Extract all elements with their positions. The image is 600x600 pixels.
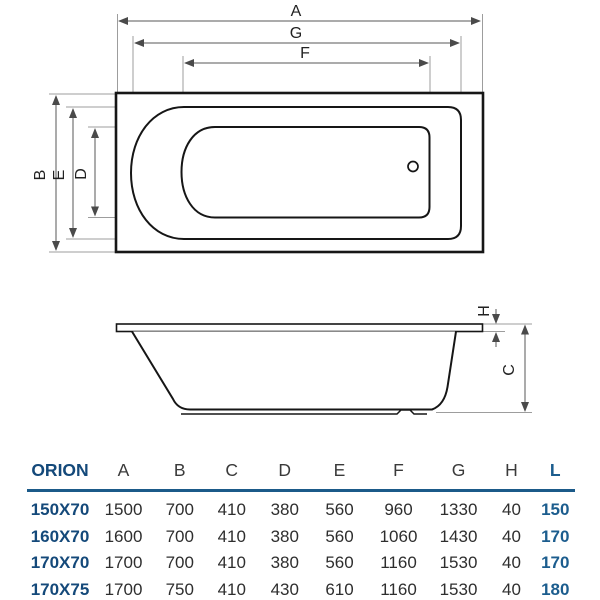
- table-header-g: G: [451, 459, 466, 480]
- table-header-d: D: [278, 459, 292, 480]
- model-label: 160X70: [30, 526, 90, 546]
- table-row: 170X75 1700 750 410 430 610 1160 1530 40…: [27, 577, 575, 600]
- dim-label-f: F: [300, 45, 310, 62]
- table-header-e: E: [333, 459, 346, 480]
- table-header-row: ORION A B C D E F G H L: [27, 452, 575, 488]
- top-view: A G F B E D: [32, 3, 485, 254]
- l-value: 180: [541, 579, 570, 599]
- table-header-a: A: [117, 459, 130, 480]
- dim-label-c: C: [501, 364, 518, 376]
- dimension-lines-top: [52, 17, 481, 251]
- l-value: 150: [541, 500, 570, 520]
- side-view: H C: [115, 305, 532, 415]
- l-value: 170: [541, 526, 570, 546]
- tub-body-profile: [131, 330, 457, 411]
- model-label: 170X75: [30, 579, 90, 599]
- l-value: 170: [541, 553, 570, 573]
- dim-label-e: E: [51, 170, 68, 181]
- tub-basin: [180, 126, 431, 219]
- table-row: 170X70 1700 700 410 380 560 1160 1530 40…: [27, 550, 575, 577]
- dim-label-g: G: [290, 25, 302, 42]
- table-header-b: B: [173, 459, 186, 480]
- dim-label-b: B: [32, 170, 49, 181]
- table-header-f: F: [393, 459, 404, 480]
- table-header-c: C: [225, 459, 239, 480]
- extension-lines-side: [436, 323, 532, 413]
- table-header-h: H: [505, 459, 518, 480]
- table-header-rule: [27, 489, 575, 492]
- bathtub-technical-drawing: A G F B E D H: [32, 3, 532, 415]
- tub-rim-profile: [115, 323, 484, 333]
- table-row: 150X70 1500 700 410 380 560 960 1330 40 …: [27, 497, 575, 524]
- table-row: 160X70 1600 700 410 380 560 1060 1430 40…: [27, 524, 575, 551]
- table-header-l: L: [549, 459, 561, 480]
- dim-label-d: D: [73, 168, 90, 180]
- dimension-table: ORION A B C D E F G H L 150X70 1500 700 …: [27, 452, 575, 600]
- tub-base-line: [181, 409, 427, 415]
- table-body: 150X70 1500 700 410 380 560 960 1330 40 …: [27, 497, 575, 600]
- drain-icon: [407, 160, 419, 173]
- dim-label-a: A: [291, 3, 302, 20]
- model-label: 150X70: [30, 500, 90, 520]
- model-label: 170X70: [30, 553, 90, 573]
- table-header-orion: ORION: [31, 459, 89, 480]
- dim-label-h: H: [476, 305, 493, 317]
